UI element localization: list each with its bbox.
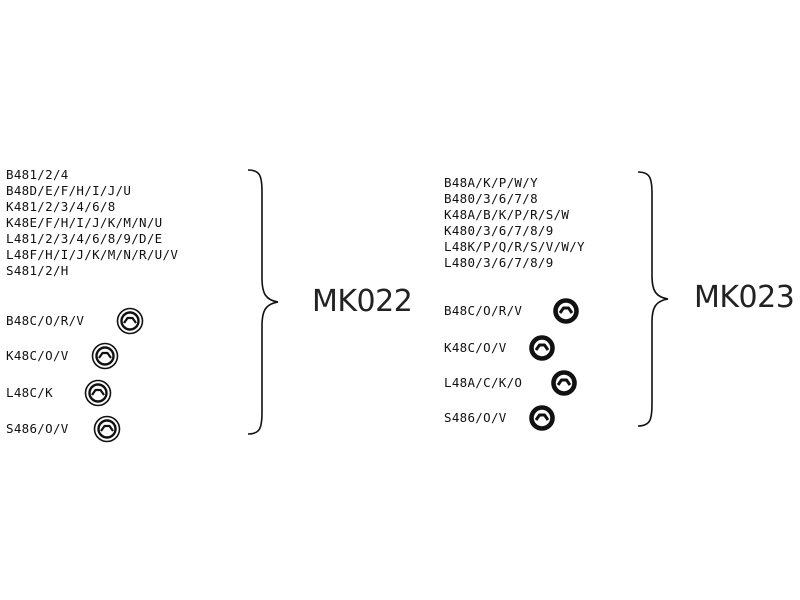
right-variant-label: K48C/O/V [444, 340, 507, 355]
right-model-line: L480/3/6/7/8/9 [444, 255, 554, 270]
left-model-line: K48E/F/H/I/J/K/M/N/U [6, 215, 163, 230]
left-model-line: S481/2/H [6, 263, 69, 278]
left-model-line: L481/2/3/4/6/8/9/D/E [6, 231, 163, 246]
left-model-line: K481/2/3/4/6/8 [6, 199, 116, 214]
steering-wheel-icon [529, 335, 555, 361]
steering-wheel-icon [116, 307, 144, 335]
left-model-line: L48F/H/I/J/K/M/N/R/U/V [6, 247, 179, 262]
curly-brace [247, 169, 279, 435]
left-variant-label: S486/O/V [6, 421, 69, 436]
right-variant-label: L48A/C/K/O [444, 375, 523, 390]
steering-wheel-icon [529, 405, 555, 431]
part-code-mk022: MK022 [312, 284, 413, 319]
right-model-line: L48K/P/Q/R/S/V/W/Y [444, 239, 585, 254]
left-variant-label: L48C/K [6, 385, 53, 400]
part-code-mk023: MK023 [694, 280, 795, 315]
steering-wheel-icon [91, 342, 119, 370]
right-model-line: B480/3/6/7/8 [444, 191, 538, 206]
steering-wheel-icon [551, 370, 577, 396]
left-variant-label: K48C/O/V [6, 348, 69, 363]
right-model-line: B48A/K/P/W/Y [444, 175, 538, 190]
left-model-line: B481/2/4 [6, 167, 69, 182]
steering-wheel-icon [84, 379, 112, 407]
curly-brace [637, 171, 669, 427]
right-model-line: K48A/B/K/P/R/S/W [444, 207, 570, 222]
right-variant-label: B48C/O/R/V [444, 303, 523, 318]
left-model-line: B48D/E/F/H/I/J/U [6, 183, 132, 198]
steering-wheel-icon [553, 298, 579, 324]
right-variant-label: S486/O/V [444, 410, 507, 425]
left-variant-label: B48C/O/R/V [6, 313, 85, 328]
steering-wheel-icon [93, 415, 121, 443]
right-model-line: K480/3/6/7/8/9 [444, 223, 554, 238]
